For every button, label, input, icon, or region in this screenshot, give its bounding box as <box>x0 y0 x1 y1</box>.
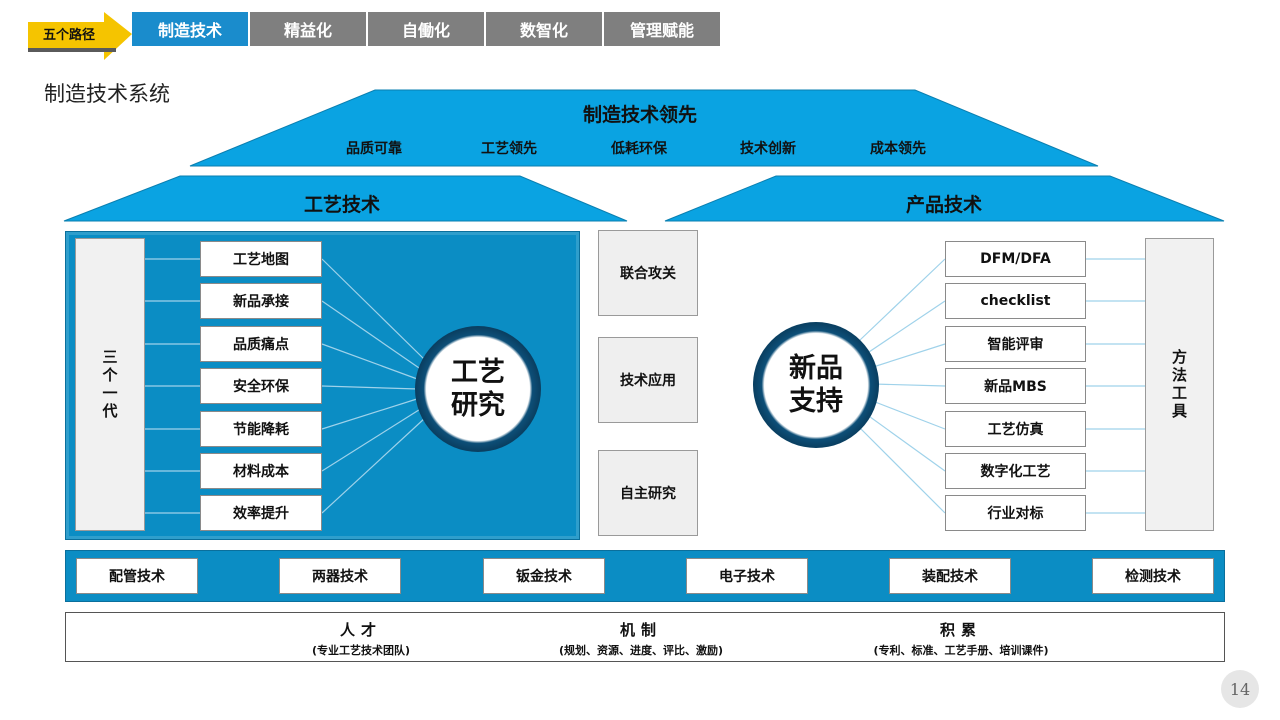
tab-digital-intelligence[interactable]: 数智化 <box>486 12 602 46</box>
roof-item: 成本领先 <box>870 141 926 157</box>
tech-application-box: 技术应用 <box>598 337 698 423</box>
foundation-title: 人才 <box>339 621 382 639</box>
foundation-talent: 人才 (专业工艺技术团队) <box>261 619 461 658</box>
right-roof <box>664 175 1225 222</box>
foundation-bar: 人才 (专业工艺技术团队) 机制 (规划、资源、进度、评比、激励) 积累 (专利… <box>65 612 1225 662</box>
page-number: 14 <box>1221 670 1259 708</box>
hub-line: 工艺 <box>451 357 505 388</box>
independent-research-box: 自主研究 <box>598 450 698 536</box>
product-item: checklist <box>945 283 1086 319</box>
process-item: 工艺地图 <box>200 241 322 277</box>
tech-item: 装配技术 <box>889 558 1011 594</box>
product-item: 智能评审 <box>945 326 1086 362</box>
product-item: DFM/DFA <box>945 241 1086 277</box>
path-badge-label: 五个路径 <box>42 28 95 43</box>
three-generations-label: 三个一代 <box>100 348 119 421</box>
methods-tools-box: 方法工具 <box>1145 238 1214 531</box>
left-roof-title: 工艺技术 <box>304 194 381 216</box>
hub-line: 研究 <box>451 390 505 421</box>
roof-title: 制造技术领先 <box>583 104 698 126</box>
tech-item: 钣金技术 <box>483 558 605 594</box>
path-badge: 五个路径 <box>28 12 132 60</box>
foundation-subtitle: (专业工艺技术团队) <box>311 644 411 657</box>
left-roof <box>63 175 628 222</box>
process-research-hub: 工艺 研究 <box>415 326 541 452</box>
right-roof-title: 产品技术 <box>906 194 983 216</box>
tech-item: 检测技术 <box>1092 558 1214 594</box>
foundation-title: 机制 <box>619 621 662 639</box>
process-item: 材料成本 <box>200 453 322 489</box>
technology-bar: 配管技术 两器技术 钣金技术 电子技术 装配技术 检测技术 <box>65 550 1225 602</box>
methods-tools-label: 方法工具 <box>1170 348 1188 421</box>
tech-item: 两器技术 <box>279 558 401 594</box>
roof-item: 低耗环保 <box>611 141 667 157</box>
joint-research-box: 联合攻关 <box>598 230 698 316</box>
product-item: 行业对标 <box>945 495 1086 531</box>
tab-management-enablement[interactable]: 管理赋能 <box>604 12 720 46</box>
hub-line: 新品 <box>789 353 843 384</box>
product-item: 数字化工艺 <box>945 453 1086 489</box>
tab-manufacturing-tech[interactable]: 制造技术 <box>132 12 248 46</box>
foundation-subtitle: (规划、资源、进度、评比、激励) <box>558 644 724 657</box>
tab-lean[interactable]: 精益化 <box>250 12 366 46</box>
roof-item: 技术创新 <box>740 141 796 157</box>
hub-line: 支持 <box>789 386 843 417</box>
product-item: 新品MBS <box>945 368 1086 404</box>
page-title: 制造技术系统 <box>44 82 170 106</box>
process-item: 效率提升 <box>200 495 322 531</box>
tech-item: 电子技术 <box>686 558 808 594</box>
main-roof <box>189 89 1099 167</box>
foundation-title: 积累 <box>939 621 982 639</box>
roof-item: 工艺领先 <box>481 141 537 157</box>
foundation-accumulation: 积累 (专利、标准、工艺手册、培训课件) <box>836 619 1086 658</box>
process-item: 安全环保 <box>200 368 322 404</box>
tech-item: 配管技术 <box>76 558 198 594</box>
foundation-subtitle: (专利、标准、工艺手册、培训课件) <box>873 644 1049 657</box>
product-item: 工艺仿真 <box>945 411 1086 447</box>
foundation-mechanism: 机制 (规划、资源、进度、评比、激励) <box>516 619 766 658</box>
process-item: 品质痛点 <box>200 326 322 362</box>
roof-item: 品质可靠 <box>346 141 402 157</box>
three-generations-box: 三个一代 <box>75 238 145 531</box>
process-item: 新品承接 <box>200 283 322 319</box>
new-product-support-hub: 新品 支持 <box>753 322 879 448</box>
process-item: 节能降耗 <box>200 411 322 447</box>
tab-jidoka[interactable]: 自働化 <box>368 12 484 46</box>
